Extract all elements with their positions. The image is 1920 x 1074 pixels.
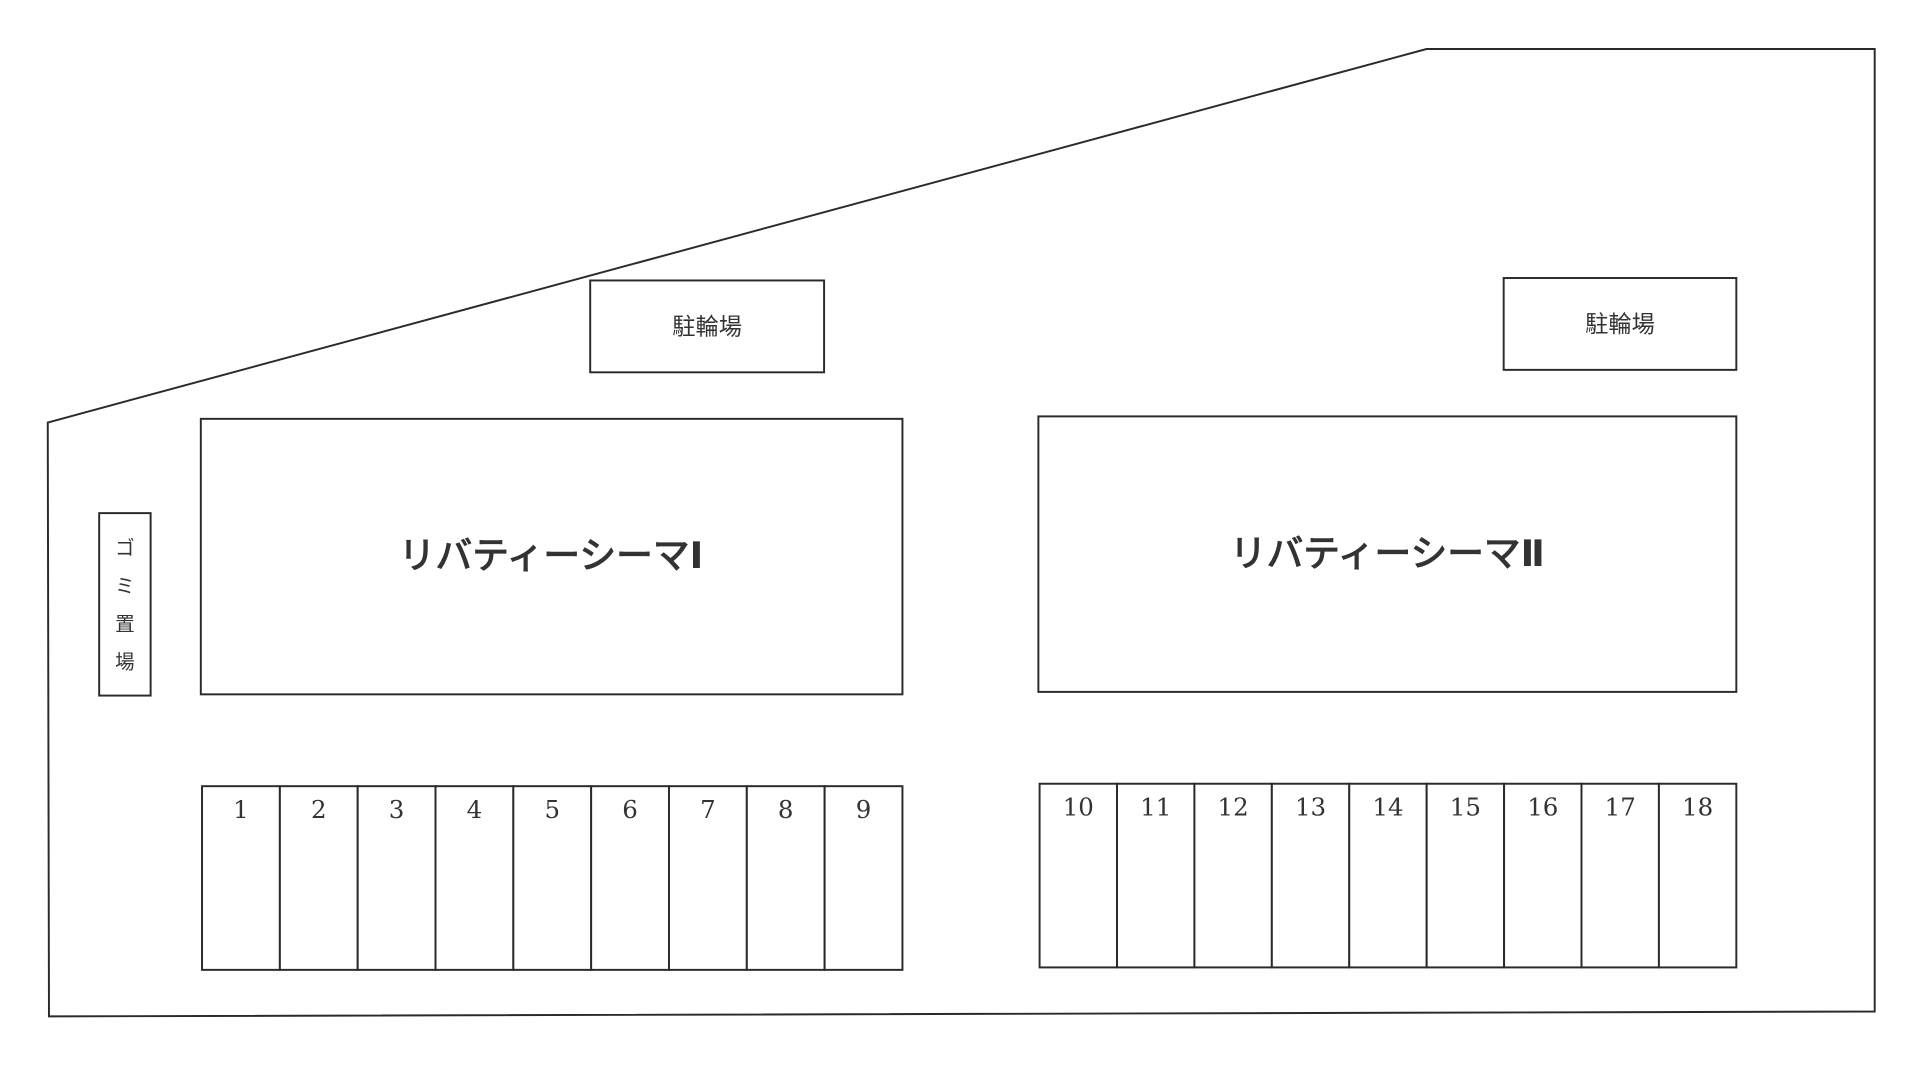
building-name: リバティーシーマⅡ — [1230, 532, 1545, 575]
parking-space — [1193, 782, 1273, 969]
parking-space-number: 15 — [1450, 793, 1481, 822]
site-boundary — [46, 48, 1876, 1018]
parking-row-1: 1 2 3 4 5 6 7 8 9 — [201, 785, 904, 971]
parking-space — [1657, 782, 1738, 969]
parking-space — [745, 785, 826, 971]
bike-parking-label: 駐輪場 — [672, 313, 742, 340]
parking-space — [1270, 782, 1351, 969]
parking-space-number: 13 — [1295, 793, 1326, 822]
garbage-label-char: 置 — [115, 613, 135, 636]
building-2: リバティーシーマⅡ — [1037, 415, 1738, 693]
parking-space — [823, 785, 904, 971]
parking-space-number: 14 — [1372, 793, 1403, 822]
parking-space-number: 8 — [778, 795, 794, 824]
parking-space-number: 9 — [856, 795, 872, 824]
building-1: リバティーシーマⅠ — [199, 417, 904, 696]
parking-space — [1038, 782, 1118, 969]
bike-parking-label: 駐輪場 — [1585, 311, 1655, 338]
parking-space-number: 5 — [544, 795, 560, 824]
parking-space-number: 4 — [467, 795, 483, 824]
parking-space-number: 10 — [1063, 793, 1094, 822]
parking-space — [512, 785, 593, 971]
parking-space-number: 7 — [700, 795, 716, 824]
parking-row-2: 10 11 12 13 14 15 16 17 18 — [1038, 782, 1738, 969]
garbage-label-char: 場 — [115, 651, 135, 674]
bike-parking-2: 駐輪場 — [1502, 277, 1738, 371]
parking-space-number: 2 — [311, 795, 327, 824]
parking-space-number: 6 — [622, 795, 638, 824]
bike-parking-1: 駐輪場 — [589, 279, 826, 374]
parking-space-number: 3 — [389, 795, 405, 824]
parking-space-number: 18 — [1682, 793, 1713, 822]
parking-space-number: 1 — [233, 795, 249, 824]
parking-space-number: 17 — [1605, 793, 1636, 822]
parking-space — [201, 785, 281, 971]
parking-space-number: 16 — [1527, 793, 1558, 822]
parking-space — [1503, 782, 1583, 969]
parking-space — [1425, 782, 1506, 969]
garbage-label-char: ミ — [115, 575, 135, 598]
parking-space — [434, 785, 515, 971]
building-name: リバティーシーマⅠ — [399, 534, 703, 577]
parking-space-number: 12 — [1218, 793, 1249, 822]
parking-space — [1116, 782, 1196, 969]
parking-space-number: 11 — [1140, 793, 1171, 822]
parking-space — [590, 785, 670, 971]
parking-space — [1348, 782, 1428, 969]
garbage-label-char: ゴ — [115, 537, 135, 560]
